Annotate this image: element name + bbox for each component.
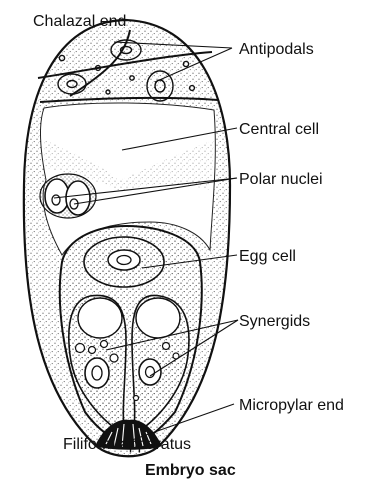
- label-egg-cell: Egg cell: [239, 248, 296, 265]
- label-polar-nuclei: Polar nuclei: [239, 171, 323, 188]
- label-chalazal-end: Chalazal end: [33, 13, 126, 30]
- label-central-cell: Central cell: [239, 121, 319, 138]
- label-micropylar-end: Micropylar end: [239, 397, 344, 414]
- embryo-sac: [24, 20, 230, 456]
- figure-caption: Embryo sac: [145, 462, 236, 479]
- label-synergids: Synergids: [239, 313, 310, 330]
- label-antipodals: Antipodals: [239, 41, 314, 58]
- egg-cell: [84, 237, 164, 287]
- label-filiform-apparatus: Filiform apparatus: [63, 436, 191, 453]
